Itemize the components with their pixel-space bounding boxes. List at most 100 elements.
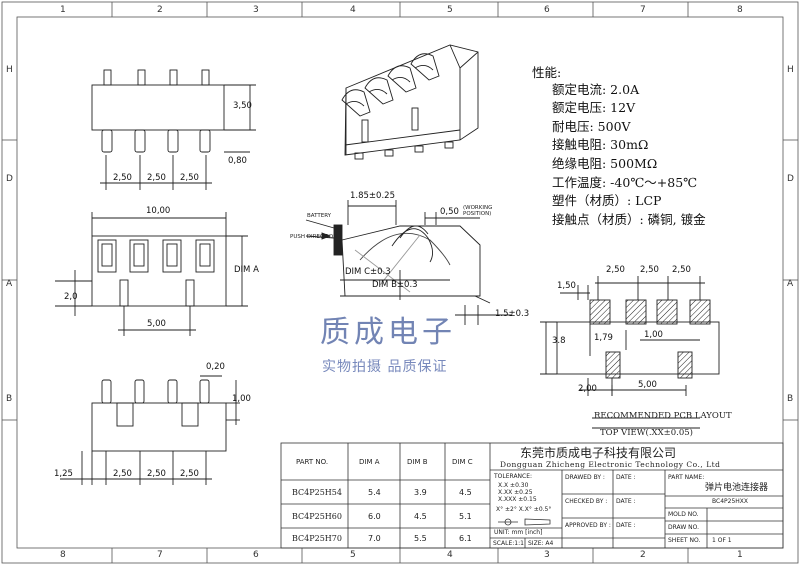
approved-by-label: APPROVED BY :	[565, 522, 611, 529]
dim-pin-offset: 0,80	[228, 156, 247, 166]
table-cell-dim-c: 6.1	[459, 534, 472, 543]
table-cell-part: BC4P25H70	[292, 534, 342, 543]
company-name-cn: 东莞市质成电子科技有限公司	[520, 446, 677, 460]
frame-col-4: 4	[350, 5, 356, 15]
frame-col-bottom-6: 6	[253, 550, 259, 560]
table-header-dim-a: DIM A	[359, 458, 380, 466]
spec-item: 额定电压: 12V	[552, 100, 636, 115]
drawing-number-value: BC4P25HXX	[712, 498, 749, 505]
frame-row-left-d: D	[6, 174, 13, 184]
dim-left-offset: 1,25	[54, 469, 73, 479]
dim-hole-height: 2,0	[64, 292, 78, 302]
date-label-1: DATE :	[616, 474, 636, 481]
spec-item: 额定电流: 2.0A	[552, 82, 640, 97]
specs-heading: 性能:	[532, 65, 562, 80]
frame-row-left-b: B	[6, 394, 13, 404]
tolerance-angle: X° ±2° X.X° ±0.5°	[496, 506, 552, 513]
frame-col-1: 1	[60, 5, 66, 15]
spec-item: 塑件（材质）: LCP	[552, 193, 662, 208]
spec-item: 接触点（材质）: 磷铜, 镀金	[552, 212, 706, 227]
pcb-layout-title: RECOMMENDED PCB LAYOUT	[594, 411, 732, 421]
spec-item: 耐电压: 500V	[552, 119, 631, 134]
spec-item: 接触电阻: 30mΩ	[552, 137, 649, 152]
table-cell-dim-c: 4.5	[459, 488, 472, 497]
unit-label: UNIT: mm [inch]	[494, 529, 543, 536]
dim-working: 0,50	[440, 207, 459, 217]
size-label: SIZE: A4	[528, 540, 554, 547]
table-cell-dim-c: 5.1	[459, 512, 472, 521]
frame-col-6: 6	[544, 5, 550, 15]
dim-c-label: DIM C±0.3	[345, 267, 391, 277]
pcb-edge: 1,50	[557, 281, 576, 291]
table-cell-dim-a: 6.0	[368, 512, 381, 521]
mold-no-label: MOLD NO.	[668, 511, 699, 518]
table-cell-part: BC4P25H60	[292, 512, 342, 521]
pcb-inner: 1,00	[644, 330, 663, 340]
frame-row-left-a: A	[6, 279, 13, 289]
dim-pitch-b2: 2,50	[147, 469, 166, 479]
dim-bottom-offset: 0,20	[206, 362, 225, 372]
frame-col-3: 3	[253, 5, 259, 15]
dim-pitch-3: 2,50	[180, 173, 199, 183]
frame-col-bottom-3: 3	[544, 550, 550, 560]
pcb-gap: 1,79	[594, 333, 613, 343]
frame-row-left-h: H	[6, 65, 13, 75]
dim-side-offset: 1,00	[232, 394, 251, 404]
spec-item: 工作温度: -40℃～+85℃	[552, 175, 698, 190]
sheet-no-label: SHEET NO.	[668, 537, 701, 544]
dim-pitch-1: 2,50	[113, 173, 132, 183]
dim-b-label: DIM B±0.3	[372, 280, 418, 290]
dim-hole-span: 5,00	[147, 319, 166, 329]
frame-col-bottom-1: 1	[737, 550, 743, 560]
tolerance-3: X.XXX ±0.15	[498, 496, 537, 503]
table-cell-dim-b: 5.5	[414, 534, 427, 543]
sheet-no-value: 1 OF 1	[712, 537, 732, 544]
watermark-slogan: 实物拍摄 品质保证	[322, 359, 448, 375]
battery-label: BATTERY	[307, 213, 332, 219]
spec-item: 绝缘电阻: 500MΩ	[552, 156, 658, 171]
part-name-value: 弹片电池连接器	[705, 483, 769, 493]
watermark-logo: 质成电子	[320, 315, 456, 350]
dim-height: 3,50	[233, 101, 252, 111]
frame-col-8: 8	[737, 5, 743, 15]
table-header-dim-c: DIM C	[452, 458, 473, 466]
dim-side-1: 1.5±0.3	[495, 309, 530, 319]
tolerance-2: X.XX ±0.25	[498, 489, 533, 496]
frame-row-right-a: A	[787, 279, 794, 289]
dim-width: 10,00	[146, 206, 171, 216]
tolerance-1: X.X ±0.30	[498, 482, 529, 489]
pcb-bottom-span: 5,00	[638, 380, 657, 390]
table-cell-dim-a: 7.0	[368, 534, 381, 543]
company-name-en: Dongguan Zhicheng Electronic Technology …	[500, 460, 721, 469]
pcb-bottom-left: 2,00	[578, 384, 597, 394]
dim-pitch-b1: 2,50	[113, 469, 132, 479]
dim-a-label: DIM A	[234, 265, 259, 275]
scale-label: SCALE:1:1	[493, 540, 524, 547]
working-position-label: (WORKING POSITION)	[463, 205, 493, 217]
push-direction-label: PUSH DIRECTION	[290, 234, 338, 240]
frame-col-bottom-2: 2	[640, 550, 646, 560]
frame-row-right-d: D	[787, 174, 794, 184]
table-cell-part: BC4P25H54	[292, 488, 342, 497]
frame-col-bottom-5: 5	[350, 550, 356, 560]
frame-row-right-h: H	[787, 65, 794, 75]
draw-no-label: DRAW NO.	[668, 524, 700, 531]
frame-col-bottom-4: 4	[447, 550, 453, 560]
frame-col-bottom-8: 8	[60, 550, 66, 560]
drawn-by-label: DRAWED BY :	[565, 474, 605, 481]
date-label-3: DATE :	[616, 522, 636, 529]
dim-pitch-b3: 2,50	[180, 469, 199, 479]
table-cell-dim-b: 3.9	[414, 488, 427, 497]
table-cell-dim-a: 5.4	[368, 488, 381, 497]
pcb-pitch-3: 2,50	[672, 265, 691, 275]
dim-top-1: 1.85±0.25	[350, 191, 395, 201]
table-cell-dim-b: 4.5	[414, 512, 427, 521]
frame-col-7: 7	[640, 5, 646, 15]
pcb-pitch-1: 2,50	[606, 265, 625, 275]
table-header-dim-b: DIM B	[407, 458, 428, 466]
pcb-height: 3.8	[552, 336, 566, 346]
frame-col-bottom-7: 7	[157, 550, 163, 560]
frame-col-5: 5	[447, 5, 453, 15]
checked-by-label: CHECKED BY :	[565, 498, 608, 505]
